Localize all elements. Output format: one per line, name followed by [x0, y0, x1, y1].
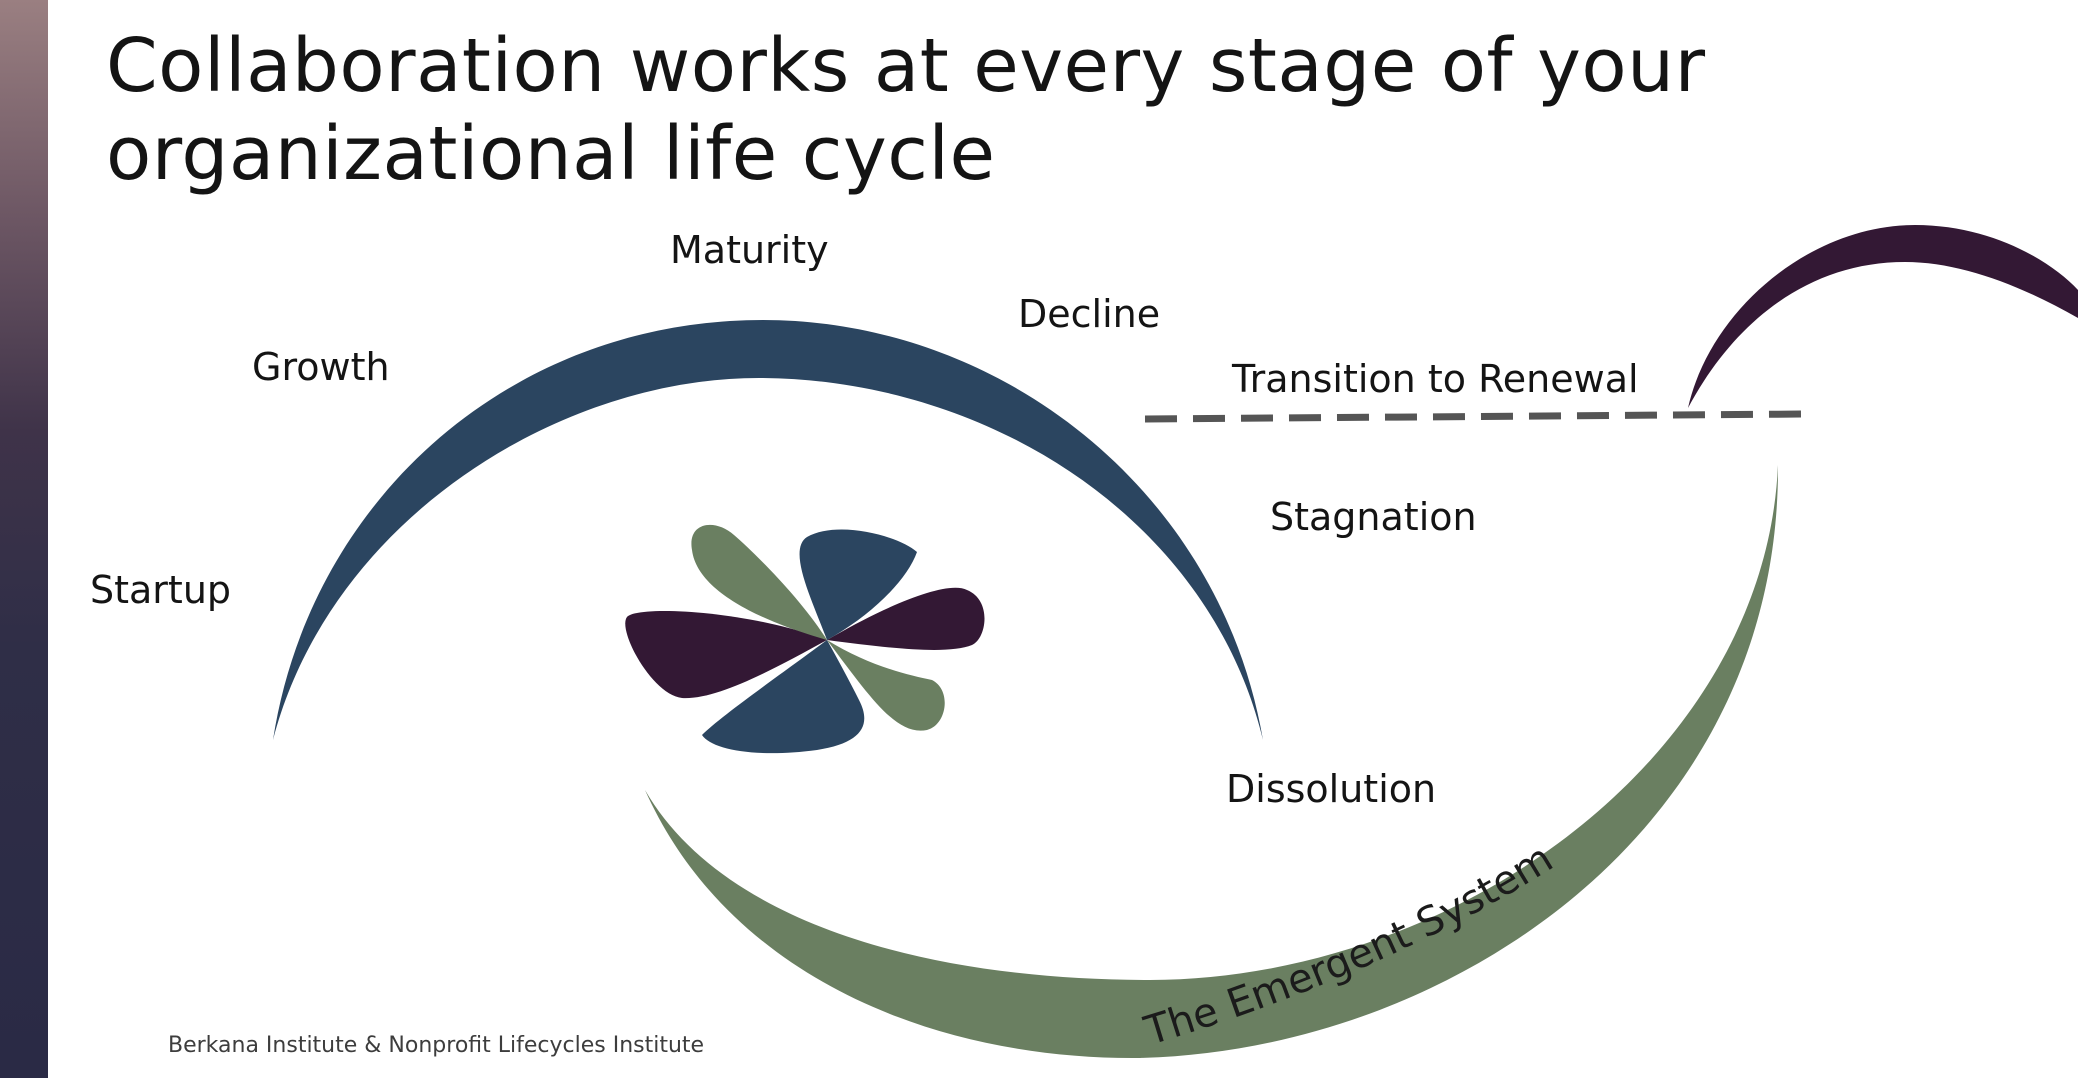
stage-label-transition-to-renewal: Transition to Renewal [1231, 357, 1639, 401]
flower-petal-navy-bottom [702, 640, 865, 754]
flower-petal-navy-top [799, 529, 917, 640]
flower-petal-plum-left [625, 610, 827, 699]
side-accent-bar [0, 0, 48, 1078]
stage-label-stagnation: Stagnation [1270, 495, 1477, 539]
renewal-arc [1688, 225, 2078, 408]
renewal-threshold-line [1144, 410, 1806, 423]
emergent-system-arc [645, 465, 1779, 1059]
stage-label-dissolution: Dissolution [1226, 767, 1436, 811]
title-line-1: Collaboration works at every stage of yo… [106, 23, 1706, 109]
title-line-2: organizational life cycle [106, 111, 996, 197]
footer-credit: Berkana Institute & Nonprofit Lifecycles… [168, 1033, 705, 1058]
stage-label-decline: Decline [1018, 292, 1160, 336]
flower-icon [625, 524, 985, 754]
flower-petal-sage-bottom [827, 640, 945, 731]
slide-title: Collaboration works at every stage of yo… [106, 22, 1806, 198]
stage-label-startup: Startup [90, 568, 231, 612]
stage-label-growth: Growth [252, 345, 390, 389]
flower-petal-sage-top [691, 524, 827, 640]
stage-label-maturity: Maturity [670, 228, 829, 272]
flower-petal-plum-right [827, 587, 985, 650]
life-cycle-arc [273, 320, 1263, 740]
